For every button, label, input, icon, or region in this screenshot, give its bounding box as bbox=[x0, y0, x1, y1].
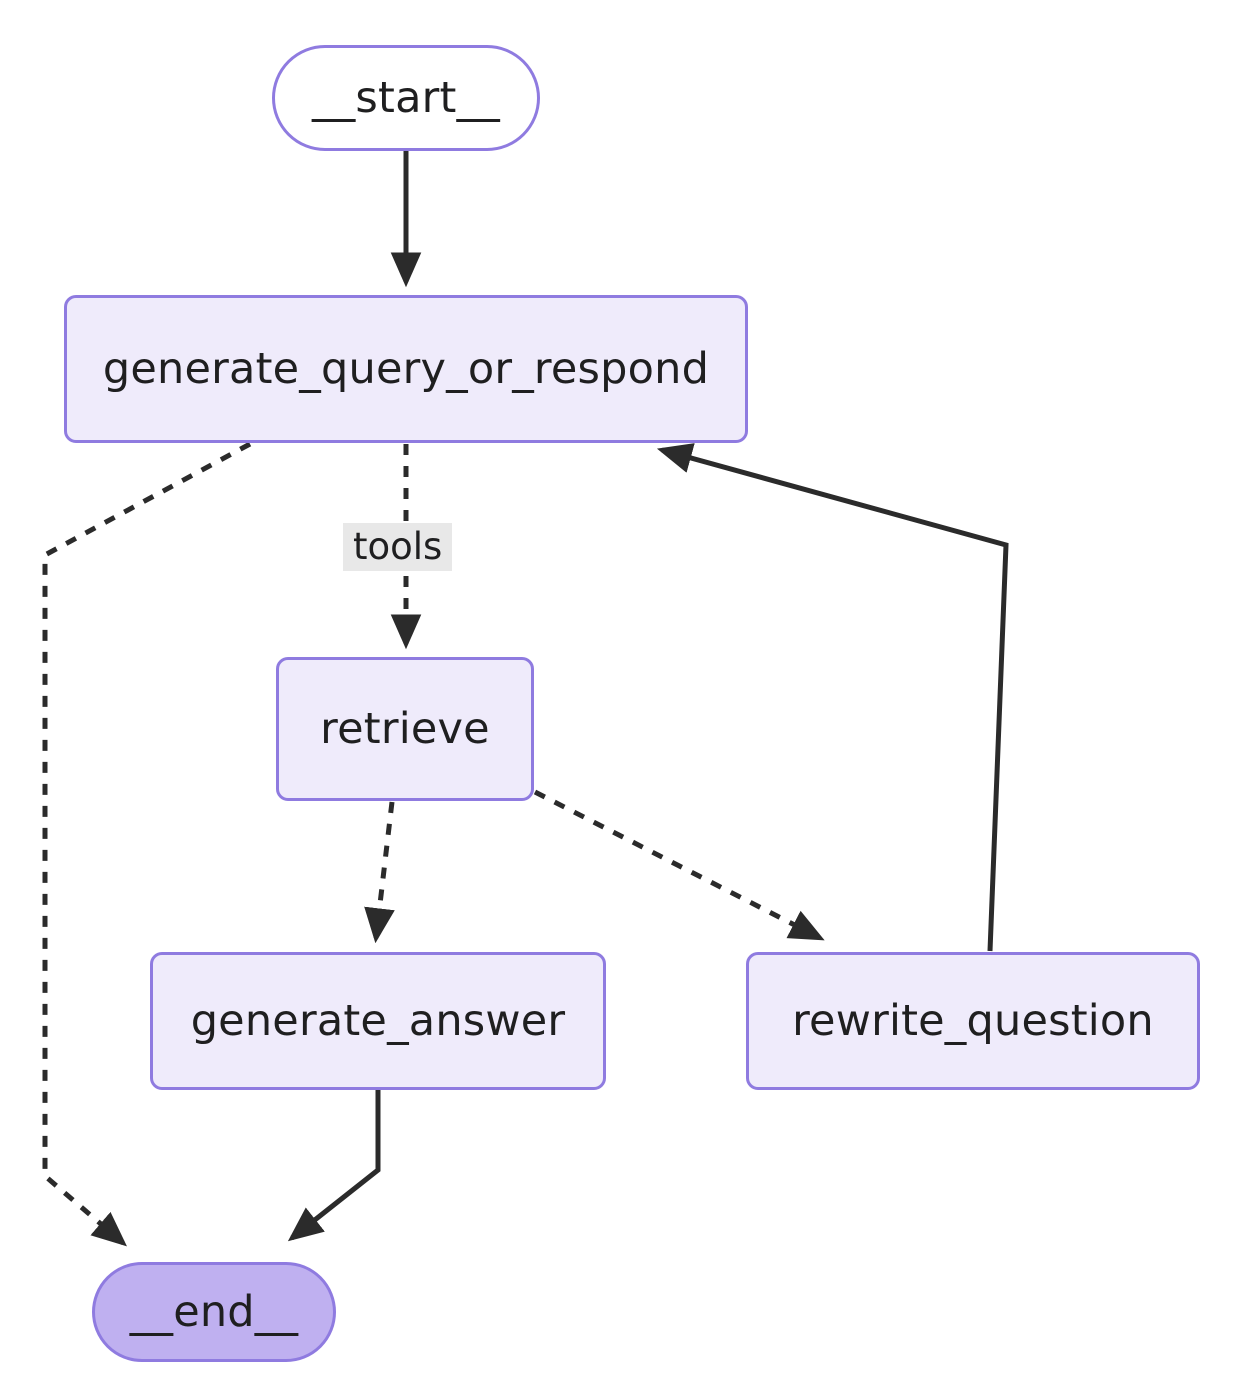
node-generate-query-or-respond-label: generate_query_or_respond bbox=[102, 343, 710, 394]
edge-retrieve-to-generate-answer bbox=[364, 801, 395, 944]
edge-generate-query-or-respond-to-end bbox=[42, 441, 252, 1247]
node-start[interactable]: __start__ bbox=[272, 45, 540, 151]
node-start-label: __start__ bbox=[312, 72, 500, 123]
node-end[interactable]: __end__ bbox=[92, 1262, 336, 1362]
node-rewrite-question-label: rewrite_question bbox=[792, 995, 1154, 1046]
node-generate-answer-label: generate_answer bbox=[190, 995, 566, 1046]
node-end-label: __end__ bbox=[129, 1286, 299, 1337]
node-generate-answer[interactable]: generate_answer bbox=[150, 952, 606, 1090]
node-generate-query-or-respond[interactable]: generate_query_or_respond bbox=[64, 295, 748, 443]
edge-label-tools: tools bbox=[343, 523, 453, 571]
node-retrieve-label: retrieve bbox=[320, 703, 490, 754]
node-rewrite-question[interactable]: rewrite_question bbox=[746, 952, 1200, 1090]
edge-rewrite-question-to-generate-query-or-respond bbox=[656, 443, 1009, 952]
edge-retrieve-to-rewrite-question bbox=[533, 789, 825, 941]
node-retrieve[interactable]: retrieve bbox=[276, 657, 534, 801]
edge-generate-answer-to-end bbox=[287, 1090, 381, 1242]
